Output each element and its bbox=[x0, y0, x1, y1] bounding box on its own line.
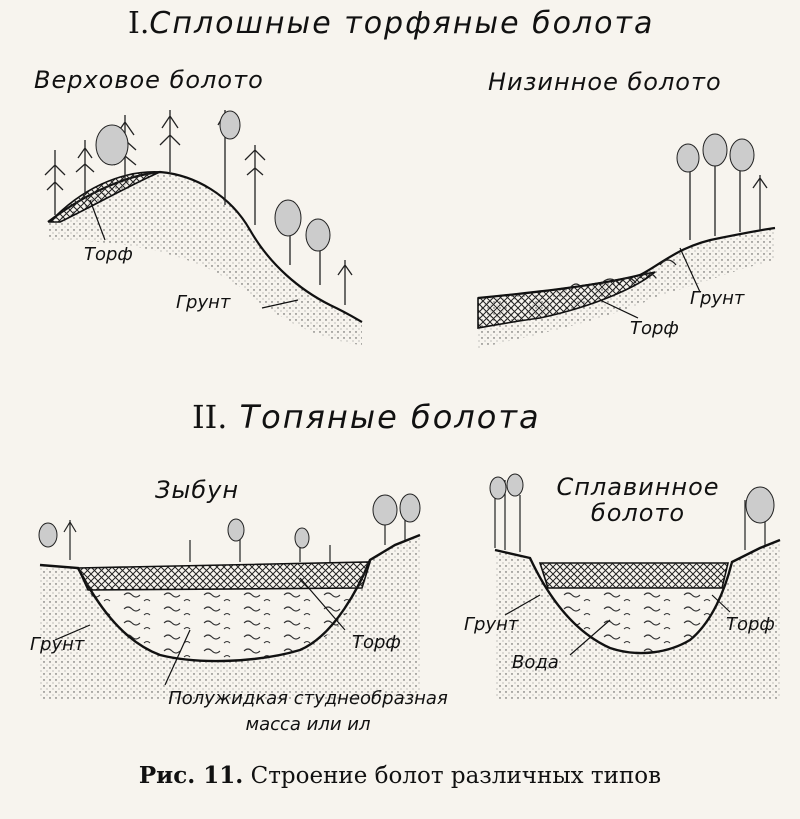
floating-bog-peat-label: Торф bbox=[726, 614, 775, 635]
quagmire-diagram bbox=[38, 493, 421, 700]
section2-heading: II. Топяные болота bbox=[192, 398, 541, 436]
floating-bog-diagram bbox=[489, 473, 781, 700]
section2-numeral: II. bbox=[192, 398, 228, 436]
figure-caption: Рис. 11. Строение болот различных типов bbox=[0, 762, 800, 789]
floating-bog-ground-label: Грунт bbox=[464, 614, 519, 635]
lowland-bog-title: Низинное болото bbox=[488, 68, 722, 96]
floating-bog-title-line1: Сплавинное bbox=[556, 473, 720, 501]
caption-prefix: Рис. 11. bbox=[138, 762, 244, 789]
lowland-bog-diagram bbox=[477, 133, 776, 348]
raised-bog-ground-label: Грунт bbox=[176, 292, 231, 313]
raised-bog-peat-label: Торф bbox=[84, 244, 133, 265]
section1-heading: I.Сплошные торфяные болота bbox=[128, 6, 654, 41]
section1-numeral: I. bbox=[128, 6, 150, 41]
quagmire-mass-label: Полужидкая студнеобразная масса или ил bbox=[118, 686, 498, 738]
quagmire-title: Зыбун bbox=[155, 476, 240, 504]
section2-title: Топяные болота bbox=[239, 398, 541, 436]
floating-bog-water-label: Вода bbox=[512, 652, 559, 673]
quagmire-mass-line2: масса или ил bbox=[245, 714, 371, 735]
section1-title: Сплошные торфяные болота bbox=[149, 6, 655, 41]
raised-bog-diagram bbox=[44, 110, 363, 345]
lowland-bog-ground-label: Грунт bbox=[690, 288, 745, 309]
quagmire-ground-label: Грунт bbox=[30, 634, 85, 655]
lowland-bog-peat-label: Торф bbox=[630, 318, 679, 339]
floating-bog-title: Сплавинное болото bbox=[548, 474, 728, 526]
raised-bog-title: Верховое болото bbox=[34, 66, 264, 94]
caption-text: Строение болот различных типов bbox=[250, 763, 662, 789]
floating-bog-title-line2: болото bbox=[590, 499, 686, 527]
quagmire-peat-label: Торф bbox=[352, 632, 401, 653]
quagmire-mass-line1: Полужидкая студнеобразная bbox=[168, 688, 448, 709]
